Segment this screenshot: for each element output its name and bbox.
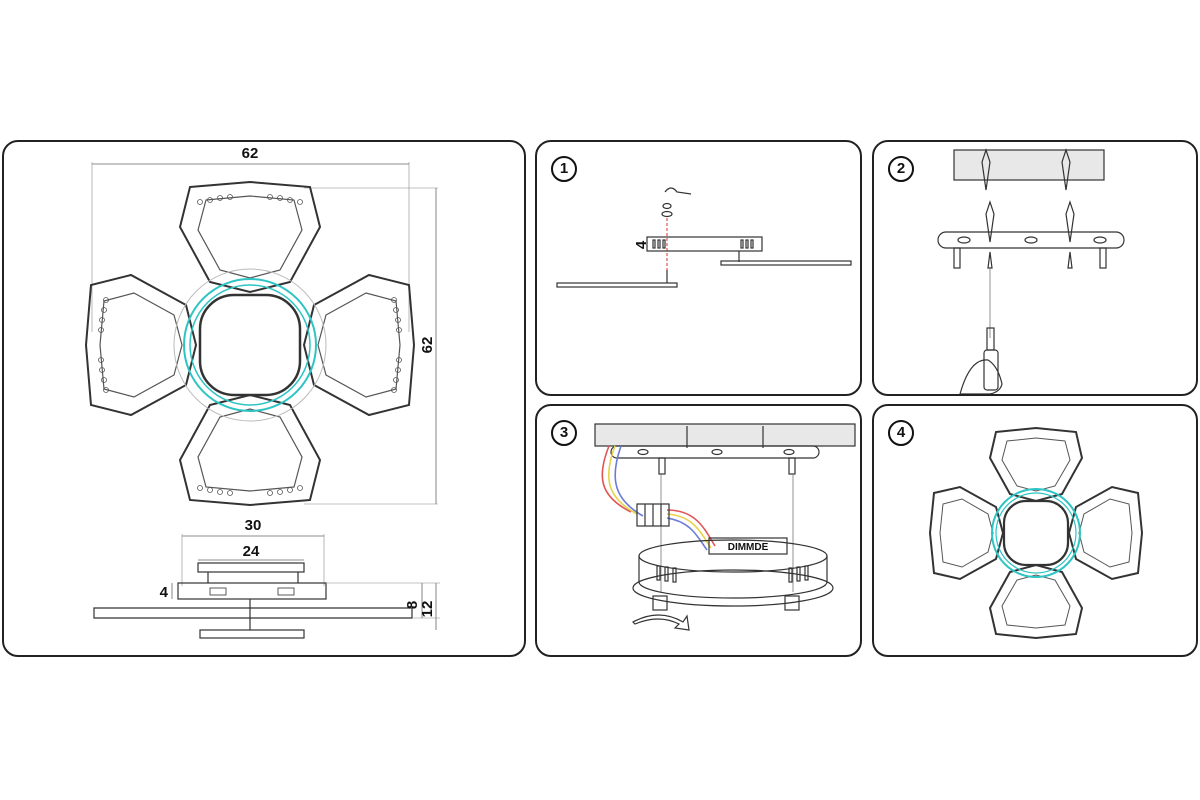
step-1-panel: 1 4 — [535, 140, 862, 396]
plate-height-dimension: 4 — [160, 584, 169, 601]
height-dimension: 62 — [419, 337, 436, 354]
lamp-top-view — [85, 181, 415, 506]
step-2-number: 2 — [888, 156, 914, 182]
width-dimension: 62 — [242, 145, 259, 162]
top-width-dimension: 30 — [245, 517, 262, 534]
lamp-side-view — [93, 562, 413, 639]
assembled-lamp — [929, 427, 1143, 639]
step-2-drawing — [937, 148, 1125, 394]
dimension-panel: 62 62 30 24 — [2, 140, 526, 657]
step-1-drawing: 4 — [556, 187, 852, 288]
ceiling — [953, 149, 1105, 181]
step-3-panel: 3 — [535, 404, 862, 657]
dimmer-label: DIMMDE — [728, 542, 769, 553]
step-1-dimension: 4 — [633, 240, 650, 249]
height-8-dimension: 8 — [404, 601, 421, 609]
step-1-number: 1 — [551, 156, 577, 182]
dimmer-driver — [708, 537, 788, 555]
plate-width-dimension: 24 — [243, 543, 260, 560]
step-4-panel: 4 — [872, 404, 1198, 657]
step-3-number: 3 — [551, 420, 577, 446]
height-12-dimension: 12 — [419, 601, 436, 618]
step-4-number: 4 — [888, 420, 914, 446]
ceiling — [594, 423, 856, 447]
dimension-drawing: 62 62 30 24 — [85, 145, 440, 639]
step-3-drawing: DIMMDE — [594, 423, 856, 631]
step-4-drawing — [929, 427, 1143, 639]
step-2-panel: 2 — [872, 140, 1198, 396]
